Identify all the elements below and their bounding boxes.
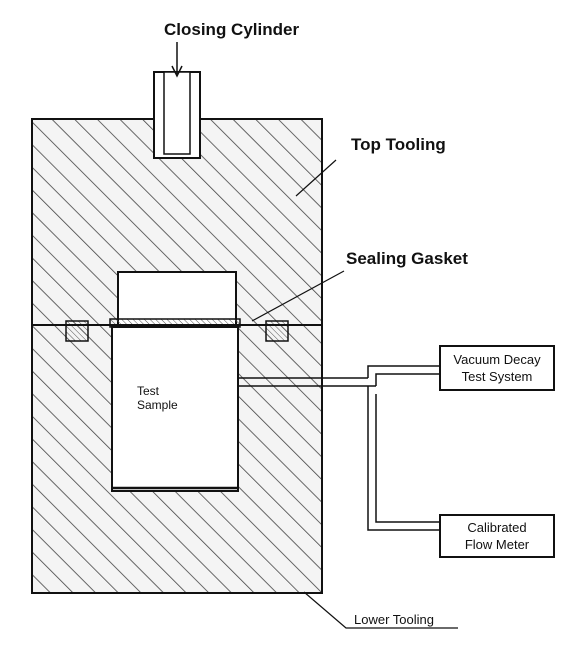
top-recess xyxy=(117,271,237,326)
top-tooling-leader xyxy=(295,159,337,197)
vacuum-decay-label-line1: Vacuum Decay xyxy=(453,352,541,367)
sealing-gasket-leader xyxy=(251,270,345,322)
closing-cylinder-rod xyxy=(163,71,191,155)
lower-tooling-leader xyxy=(303,591,458,629)
flow-meter-label-line2: Flow Meter xyxy=(465,537,530,552)
sealing-gasket-label: Sealing Gasket xyxy=(346,249,468,268)
test-sample-label-line2: Sample xyxy=(137,398,178,412)
flow-meter-box xyxy=(439,514,555,558)
flow-line-inner xyxy=(375,394,440,523)
closing-cylinder-label: Closing Cylinder xyxy=(164,20,299,39)
vacuum-line-upper xyxy=(367,365,440,378)
closing-cylinder-arrow-head xyxy=(171,65,183,78)
test-sample-body xyxy=(111,326,239,492)
lower-tooling-label: Lower Tooling xyxy=(354,612,434,627)
vacuum-decay-box xyxy=(439,345,555,391)
top-tooling-label: Top Tooling xyxy=(351,135,446,154)
test-sample-label-line1: Test xyxy=(137,384,160,398)
vacuum-decay-label-line2: Test System xyxy=(462,369,533,384)
vacuum-line-lower xyxy=(375,373,440,386)
flow-meter-label-line1: Calibrated xyxy=(467,520,526,535)
flow-line-outer xyxy=(367,386,440,531)
